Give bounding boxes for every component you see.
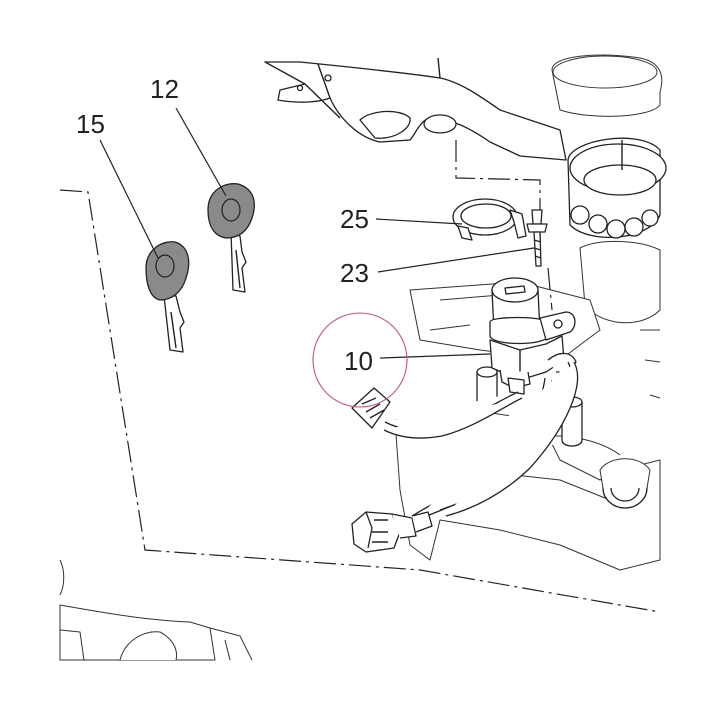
callout-15: 15 [76, 109, 105, 139]
key-12 [207, 183, 255, 293]
mount-post-left [476, 366, 498, 407]
callout-23: 23 [340, 258, 369, 288]
large-connector [351, 511, 433, 553]
key-15-head [145, 241, 190, 301]
small-connector [351, 387, 391, 429]
ignition-switch-10 [489, 277, 577, 395]
callout-10: 10 [344, 346, 373, 376]
retaining-clip-25 [452, 198, 527, 241]
key-12-head [207, 183, 255, 239]
highlight-circle-part-10 [312, 312, 408, 408]
upper-cover-bracket [264, 57, 567, 161]
screw-23 [526, 209, 548, 267]
key-15 [145, 241, 190, 353]
wiring-harness [351, 361, 579, 553]
lower-housing-partial [59, 559, 253, 661]
callout-12: 12 [150, 74, 179, 104]
steering-bearing [567, 137, 667, 239]
leader-lines [99, 107, 535, 359]
frame-boss [599, 458, 651, 509]
callout-25: 25 [340, 204, 369, 234]
